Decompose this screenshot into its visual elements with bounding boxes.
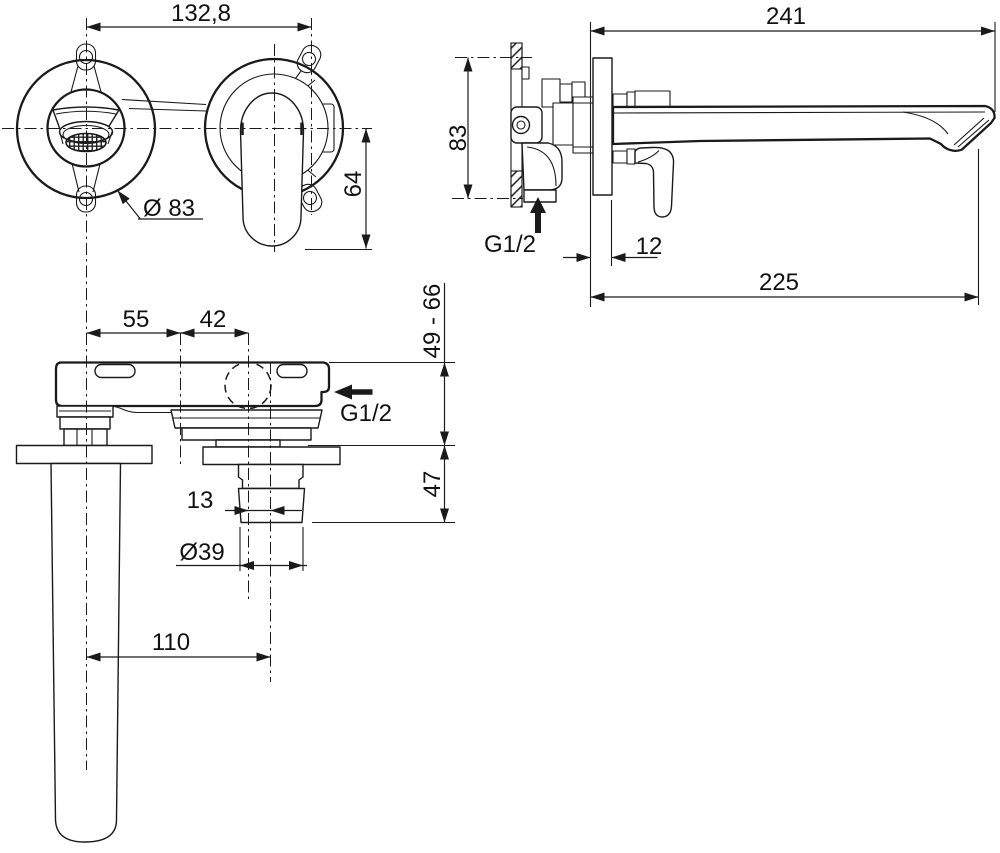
centerlines	[2, 18, 532, 770]
spout-side	[611, 90, 996, 152]
dim-escutcheon-diameter: Ø 83	[143, 195, 195, 222]
spout-connection-top	[15, 405, 153, 843]
side-view	[510, 42, 996, 218]
dim-center-offset: 13	[187, 487, 214, 514]
dim-spout-to-bracket: 55	[123, 306, 150, 333]
spout-inlet-tube	[50, 462, 122, 843]
dim-body-height: 83	[445, 125, 472, 152]
spout-aerator-lines	[953, 117, 990, 148]
bar-slot-left	[94, 363, 136, 379]
dim-spout-center-distance: 110	[152, 629, 190, 656]
dim-handle-height: 64	[340, 171, 367, 198]
dim-center-distance: 132,8	[171, 0, 231, 27]
handle-front	[239, 92, 305, 247]
inlet-arrow-side	[530, 197, 546, 213]
dim-protrusion-depth: 47	[419, 471, 446, 498]
hidden-bar-line-top	[121, 98, 207, 106]
inlet-arrow-top	[334, 384, 352, 400]
spout-escutcheon-edge	[15, 444, 153, 465]
wall-plate-side	[592, 57, 613, 196]
top-view	[15, 361, 341, 843]
label-inlet-thread-side: G1/2	[484, 231, 536, 258]
handle-side	[612, 146, 675, 218]
bar-slot-right	[276, 363, 308, 379]
dim-install-depth-range: 49 - 66	[419, 284, 446, 359]
label-inlet-thread-top: G1/2	[340, 400, 392, 427]
dim-spout-reach: 225	[759, 269, 799, 296]
valve-body-side	[510, 78, 594, 203]
dim-bracket-to-valve: 42	[200, 306, 227, 333]
dim-outlet-diameter: Ø39	[179, 539, 224, 566]
dimensions: 132,8 Ø 83 64 241 83 G1/2 12 225 55 42	[86, 0, 996, 662]
valve-escutcheon-edge	[202, 446, 341, 466]
dim-total-depth: 241	[766, 3, 806, 30]
dim-plate-thickness: 12	[636, 233, 663, 260]
hidden-bar-line-bottom	[128, 107, 207, 112]
spout-front-detail	[52, 106, 120, 153]
